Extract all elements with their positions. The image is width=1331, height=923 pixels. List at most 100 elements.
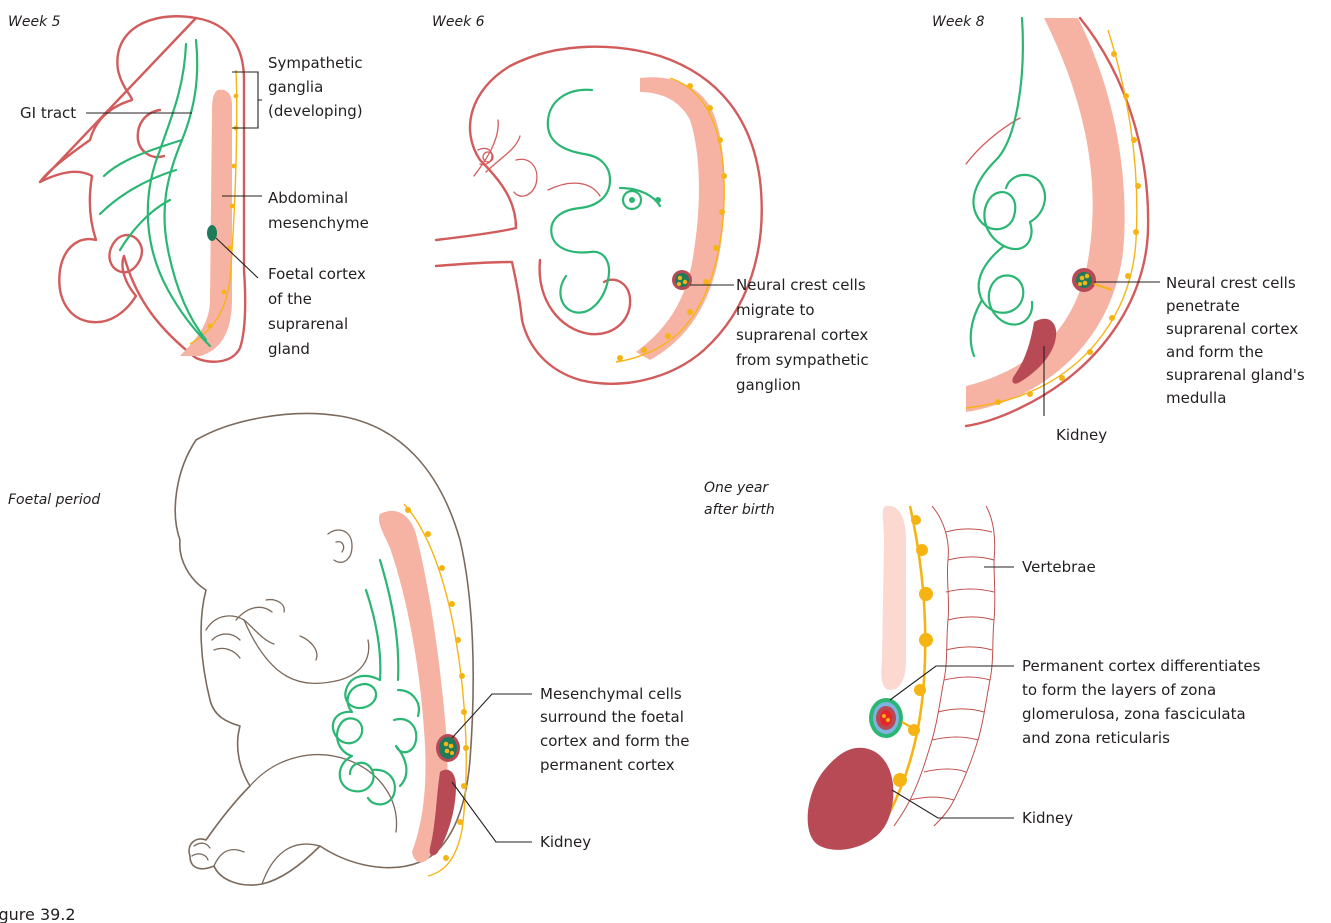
one-year-ganglion	[919, 587, 933, 601]
panel-title-foetal-period: Foetal period	[8, 492, 100, 508]
foetal-ganglion	[457, 819, 463, 825]
one-year-medulla-cell	[882, 714, 886, 718]
week8-neural-crest-cell	[1085, 274, 1090, 279]
label-sympathetic-1: Sympathetic	[268, 54, 363, 72]
foetal-ganglion	[455, 637, 461, 643]
label-vertebrae: Vertebrae	[1022, 558, 1096, 576]
foetal-neural-crest-cell	[445, 749, 450, 754]
week6-ganglion	[687, 83, 693, 89]
label-perm-cortex-1: Permanent cortex differentiates	[1022, 657, 1261, 675]
label-abdominal-2: mesenchyme	[268, 214, 369, 232]
foetal-ganglion	[461, 709, 467, 715]
panel-title-week-5: Week 5	[8, 14, 61, 30]
panel-foetal-period: Foetal period	[8, 413, 689, 885]
label-foetal-cortex-2: of the	[268, 290, 312, 308]
week6-ganglion	[721, 173, 727, 179]
week8-ganglion	[1027, 391, 1033, 397]
permanent-cortex-leader	[890, 666, 1014, 700]
week5-gi-tract	[100, 40, 210, 346]
foetal-ganglion	[439, 565, 445, 571]
week8-ganglion	[995, 399, 1001, 405]
week5-ganglion	[234, 94, 239, 99]
foetal-ganglion	[443, 855, 449, 861]
one-year-kidney-leader	[892, 790, 1014, 818]
week8-ganglion	[1087, 349, 1093, 355]
foetal-ganglion	[425, 531, 431, 537]
label-foetal-cortex-1: Foetal cortex	[268, 265, 366, 283]
label-one-year-kidney: Kidney	[1022, 809, 1073, 827]
week6-ganglion	[717, 137, 723, 143]
foetal-neural-crest-cell	[444, 742, 449, 747]
panel-title-one-year-2: after birth	[704, 502, 775, 518]
panel-title-week-8: Week 8	[932, 14, 985, 30]
week8-neural-crest-cell	[1080, 276, 1085, 281]
one-year-ganglion	[893, 773, 907, 787]
week5-ganglion	[222, 290, 227, 295]
foetal-neural-crest-cell	[449, 744, 454, 749]
vertebra-division	[924, 529, 994, 772]
label-week8-nc-1: Neural crest cells	[1166, 274, 1296, 292]
week6-ganglion	[719, 209, 725, 215]
foetal-ganglion	[463, 745, 469, 751]
label-sympathetic-3: (developing)	[268, 102, 363, 120]
panel-title-week-6: Week 6	[432, 14, 485, 30]
label-abdominal-1: Abdominal	[268, 189, 348, 207]
panel-week-5: Week 5 GI tract Sympathetic ganglia (dev…	[8, 14, 369, 362]
week8-neural-crest-cell	[1078, 282, 1082, 286]
one-year-ganglion	[919, 633, 933, 647]
week8-ganglion	[1109, 315, 1115, 321]
week6-neural-crest-cell	[678, 276, 682, 280]
week6-ganglion	[641, 347, 647, 353]
label-week6-nc-3: suprarenal cortex	[736, 326, 868, 344]
week8-ganglion	[1123, 93, 1129, 99]
one-year-ganglion	[916, 544, 928, 556]
week6-ganglion	[703, 279, 709, 285]
week8-ganglion	[1125, 273, 1131, 279]
label-week6-nc-2: migrate to	[736, 301, 815, 319]
week8-ganglion	[1059, 375, 1065, 381]
label-week8-nc-3: suprarenal cortex	[1166, 320, 1298, 338]
week6-tail-curl	[540, 260, 631, 334]
foetal-ganglion	[405, 507, 411, 513]
week8-neural-crest-cell	[1083, 281, 1088, 286]
week6-gut-loop-center	[629, 197, 635, 203]
week6-foetal-cortex	[675, 273, 689, 287]
week8-ganglion	[1111, 51, 1117, 57]
one-year-medulla	[880, 710, 892, 726]
week6-face-outline	[474, 120, 520, 176]
label-perm-cortex-3: glomerulosa, zona fasciculata	[1022, 705, 1246, 723]
week5-ganglion	[232, 164, 237, 169]
label-week6-nc-4: from sympathetic	[736, 351, 869, 369]
figure-caption: Figure 39.2	[0, 905, 76, 923]
week8-ganglion	[1133, 229, 1139, 235]
week5-abdominal-mesenchyme	[180, 90, 232, 356]
week5-ganglion	[208, 324, 213, 329]
foetal-ganglion	[461, 783, 467, 789]
panel-title-one-year-1: One year	[704, 480, 769, 496]
panel-week-6: Week 6 Neural crest cells migrate to sup…	[432, 14, 869, 394]
week5-ganglion	[230, 204, 235, 209]
label-foetal-mes-3: cortex and form the	[540, 732, 689, 750]
label-week8-nc-2: penetrate	[1166, 297, 1240, 315]
week8-ganglion	[1131, 137, 1137, 143]
week6-limb-bud	[514, 159, 600, 196]
one-year-medulla-cell	[886, 718, 890, 722]
label-sympathetic-2: ganglia	[268, 78, 323, 96]
week6-ganglion	[617, 355, 623, 361]
label-week6-nc-5: ganglion	[736, 376, 801, 394]
week6-neural-crest-cell	[683, 280, 687, 284]
label-gi-tract: GI tract	[20, 104, 76, 122]
week6-ganglion	[713, 245, 719, 251]
foetal-ganglion	[459, 673, 465, 679]
week6-abdominal-mesenchyme	[636, 77, 725, 360]
label-foetal-mes-4: permanent cortex	[540, 756, 675, 774]
panel-one-year-after-birth: One year after birth Vertebrae	[704, 480, 1261, 850]
label-foetal-kidney: Kidney	[540, 833, 591, 851]
one-year-kidney	[808, 748, 894, 850]
week6-gut-loop-center	[655, 197, 661, 203]
label-week8-nc-6: medulla	[1166, 389, 1226, 407]
label-foetal-mes-1: Mesenchymal cells	[540, 685, 682, 703]
week6-ganglion	[665, 333, 671, 339]
panel-week-8: Week 8 Neural crest cells penetrate supr…	[932, 14, 1305, 444]
